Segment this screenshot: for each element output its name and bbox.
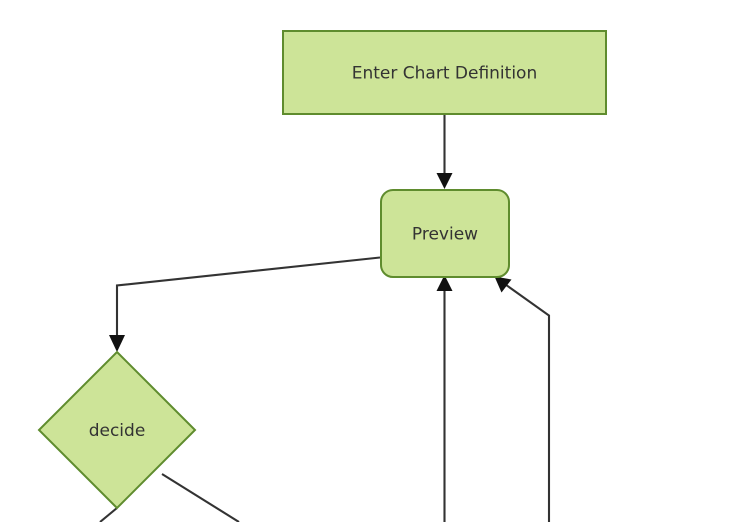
arrowhead-up-icon [436, 275, 453, 291]
edge-return-to-preview-right [494, 276, 551, 522]
edge-layer [99, 114, 551, 522]
edge-decide-branch-left [99, 507, 118, 522]
node-decide[interactable]: decide [37, 350, 197, 510]
node-preview[interactable]: Preview [380, 189, 510, 278]
arrowhead-down-icon [436, 173, 453, 189]
edge-return-to-preview-center [436, 275, 453, 522]
edge-enter-to-preview [436, 114, 453, 189]
arrowhead-diagonal-icon [494, 276, 512, 293]
node-enter-chart-definition[interactable]: Enter Chart Definition [282, 30, 607, 115]
arrowhead-down-icon [109, 335, 125, 352]
edge-decide-branch-right [161, 473, 240, 522]
node-rounded-rectangle[interactable] [380, 189, 510, 278]
node-label: decide [89, 421, 146, 441]
edge-preview-to-decide [109, 256, 381, 352]
edge-line [161, 473, 240, 522]
node-layer: Enter Chart Definition Preview decide [37, 30, 607, 510]
node-rectangle[interactable] [282, 30, 607, 115]
node-label: Enter Chart Definition [352, 64, 537, 84]
edge-line [504, 283, 551, 522]
edge-line [99, 507, 118, 522]
node-label: Preview [412, 225, 478, 245]
edge-line [115, 256, 381, 338]
node-diamond[interactable] [37, 350, 197, 510]
